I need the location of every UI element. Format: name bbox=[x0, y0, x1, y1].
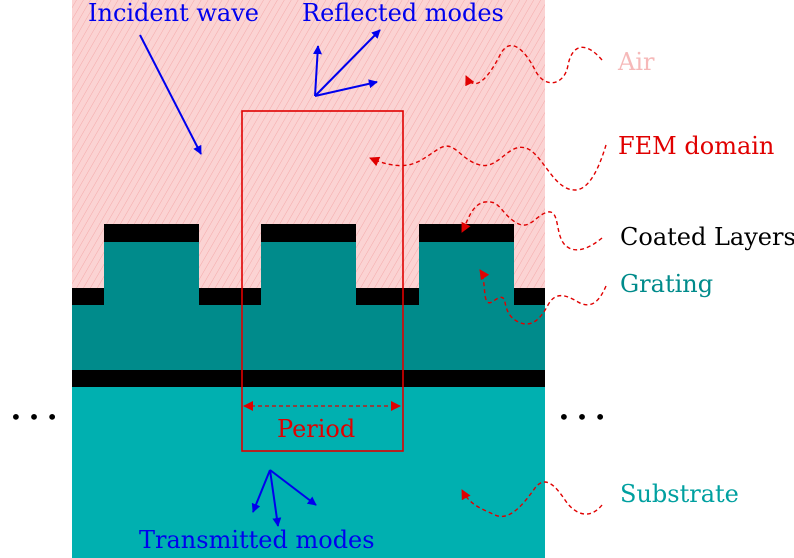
coating-base-layer bbox=[72, 370, 545, 387]
ellipsis-left: • • • bbox=[10, 405, 58, 429]
transmitted-mode-arrow-1 bbox=[251, 469, 271, 513]
reflected-mode-arrow-3 bbox=[314, 79, 378, 97]
coating-groove-0 bbox=[72, 288, 104, 305]
period-label: Period bbox=[277, 415, 355, 443]
grating-ridge-2 bbox=[261, 242, 356, 305]
coating-top-1 bbox=[104, 224, 199, 242]
ellipsis-right: • • • bbox=[558, 405, 606, 429]
coated-layers-label: Coated Layers bbox=[620, 223, 794, 251]
coating-groove-3 bbox=[514, 288, 545, 305]
coating-top-3 bbox=[419, 224, 514, 242]
air-label: Air bbox=[617, 48, 655, 76]
coating-groove-1 bbox=[199, 288, 261, 305]
coating-groove-2 bbox=[356, 288, 419, 305]
reflected-modes-label: Reflected modes bbox=[302, 0, 504, 27]
transmitted-modes-label: Transmitted modes bbox=[139, 526, 375, 554]
incident-wave-arrow bbox=[139, 34, 202, 155]
reflected-mode-arrow-1 bbox=[313, 45, 323, 97]
fem-domain-leader bbox=[369, 144, 607, 191]
grating-label: Grating bbox=[620, 270, 713, 298]
fem-domain-box bbox=[241, 110, 404, 452]
substrate-region bbox=[72, 387, 545, 558]
fem-domain-label: FEM domain bbox=[618, 132, 774, 160]
coating-top-2 bbox=[261, 224, 356, 242]
incident-wave-label: Incident wave bbox=[88, 0, 259, 27]
grating-leader bbox=[479, 269, 607, 325]
reflected-mode-arrow-2 bbox=[314, 29, 381, 97]
grating-ridge-3 bbox=[419, 242, 514, 305]
grating-base bbox=[72, 305, 545, 370]
air-leader bbox=[465, 44, 603, 87]
transmitted-mode-arrow-3 bbox=[269, 469, 317, 506]
grating-ridge-1 bbox=[104, 242, 199, 305]
substrate-label: Substrate bbox=[620, 480, 739, 508]
transmitted-mode-arrow-2 bbox=[269, 469, 282, 527]
coated-layers-leader bbox=[461, 201, 603, 251]
substrate-leader bbox=[461, 481, 603, 518]
